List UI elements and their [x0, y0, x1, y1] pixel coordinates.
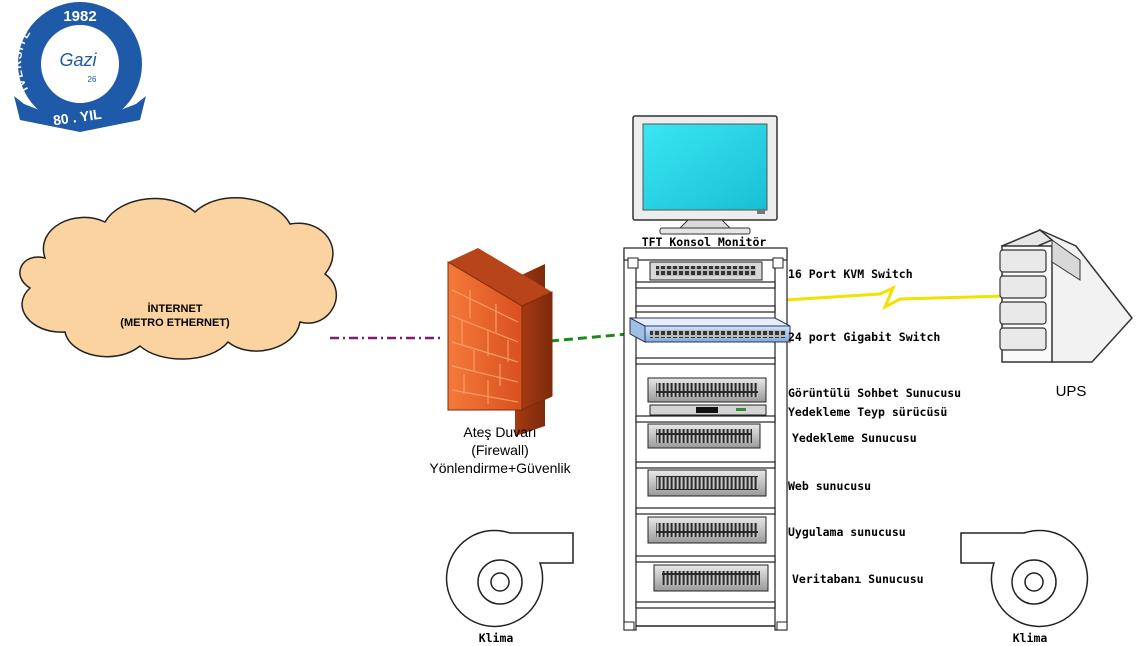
- gigabit-switch-unit: [629, 317, 791, 343]
- label-app-server: Uygulama sunucusu: [788, 525, 906, 539]
- label-gigabit-switch: 24 port Gigabit Switch: [788, 330, 940, 344]
- app-server-unit: [647, 516, 767, 544]
- air-conditioner-right-icon: Klima: [960, 529, 1089, 645]
- logo-year: 1982: [63, 8, 96, 25]
- label-db-server: Veritabanı Sunucusu: [792, 572, 924, 586]
- ups-label: UPS: [1056, 383, 1087, 400]
- label-kvm-switch: 16 Port KVM Switch: [788, 267, 913, 281]
- video-chat-server-unit: [647, 377, 767, 403]
- air-conditioner-left-icon: Klima: [445, 529, 574, 645]
- label-video-chat-server: Görüntülü Sohbet Sunucusu: [788, 386, 961, 400]
- tft-monitor-icon: TFT Konsol Monitör: [632, 115, 778, 249]
- klima-right-label: Klima: [1013, 631, 1048, 645]
- monitor-screen: [642, 123, 768, 211]
- cloud-label-line1: İNTERNET: [148, 302, 203, 315]
- label-web-server: Web sunucusu: [788, 479, 871, 493]
- backup-server-unit: [647, 423, 761, 449]
- university-logo: 1982 ÜNİVERSİTESİ 80 . YIL Gazi 26: [0, 0, 146, 132]
- firewall-icon: Ateş Duvarı (Firewall) Yönlendirme+Güven…: [429, 248, 572, 476]
- logo-small-number: 26: [88, 75, 97, 84]
- logo-monogram: Gazi: [59, 50, 97, 70]
- klima-left-label: Klima: [479, 631, 514, 645]
- logo-inner-disc: [40, 24, 120, 104]
- kvm-switch-unit: [649, 261, 763, 281]
- firewall-label-line3: Yönlendirme+Güvenlik: [429, 460, 571, 476]
- logo-ribbon: [14, 96, 146, 132]
- db-server-unit: [653, 564, 769, 592]
- ups-power-link: [784, 285, 1006, 311]
- server-rack: 16 Port KVM Switch 24 port Gigabit Switc…: [623, 247, 961, 631]
- cloud-shape: [19, 197, 337, 360]
- firewall-label-line1: Ateş Duvarı: [463, 424, 536, 440]
- label-tape-drive: Yedekleme Teyp sürücüsü: [788, 405, 947, 419]
- tape-drive-unit: [649, 404, 767, 416]
- cloud-label-line2: (METRO ETHERNET): [120, 317, 230, 329]
- firewall-label-line2: (Firewall): [471, 442, 529, 458]
- label-backup-server: Yedekleme Sunucusu: [792, 431, 917, 445]
- firewall-switch-link: [549, 332, 629, 343]
- web-server-unit: [647, 469, 767, 497]
- logo-anniversary: 80 . YIL: [52, 106, 103, 129]
- internet-cloud: İNTERNET (METRO ETHERNET): [19, 197, 337, 360]
- monitor-label: TFT Konsol Monitör: [642, 235, 767, 249]
- ups-icon: UPS: [999, 228, 1133, 400]
